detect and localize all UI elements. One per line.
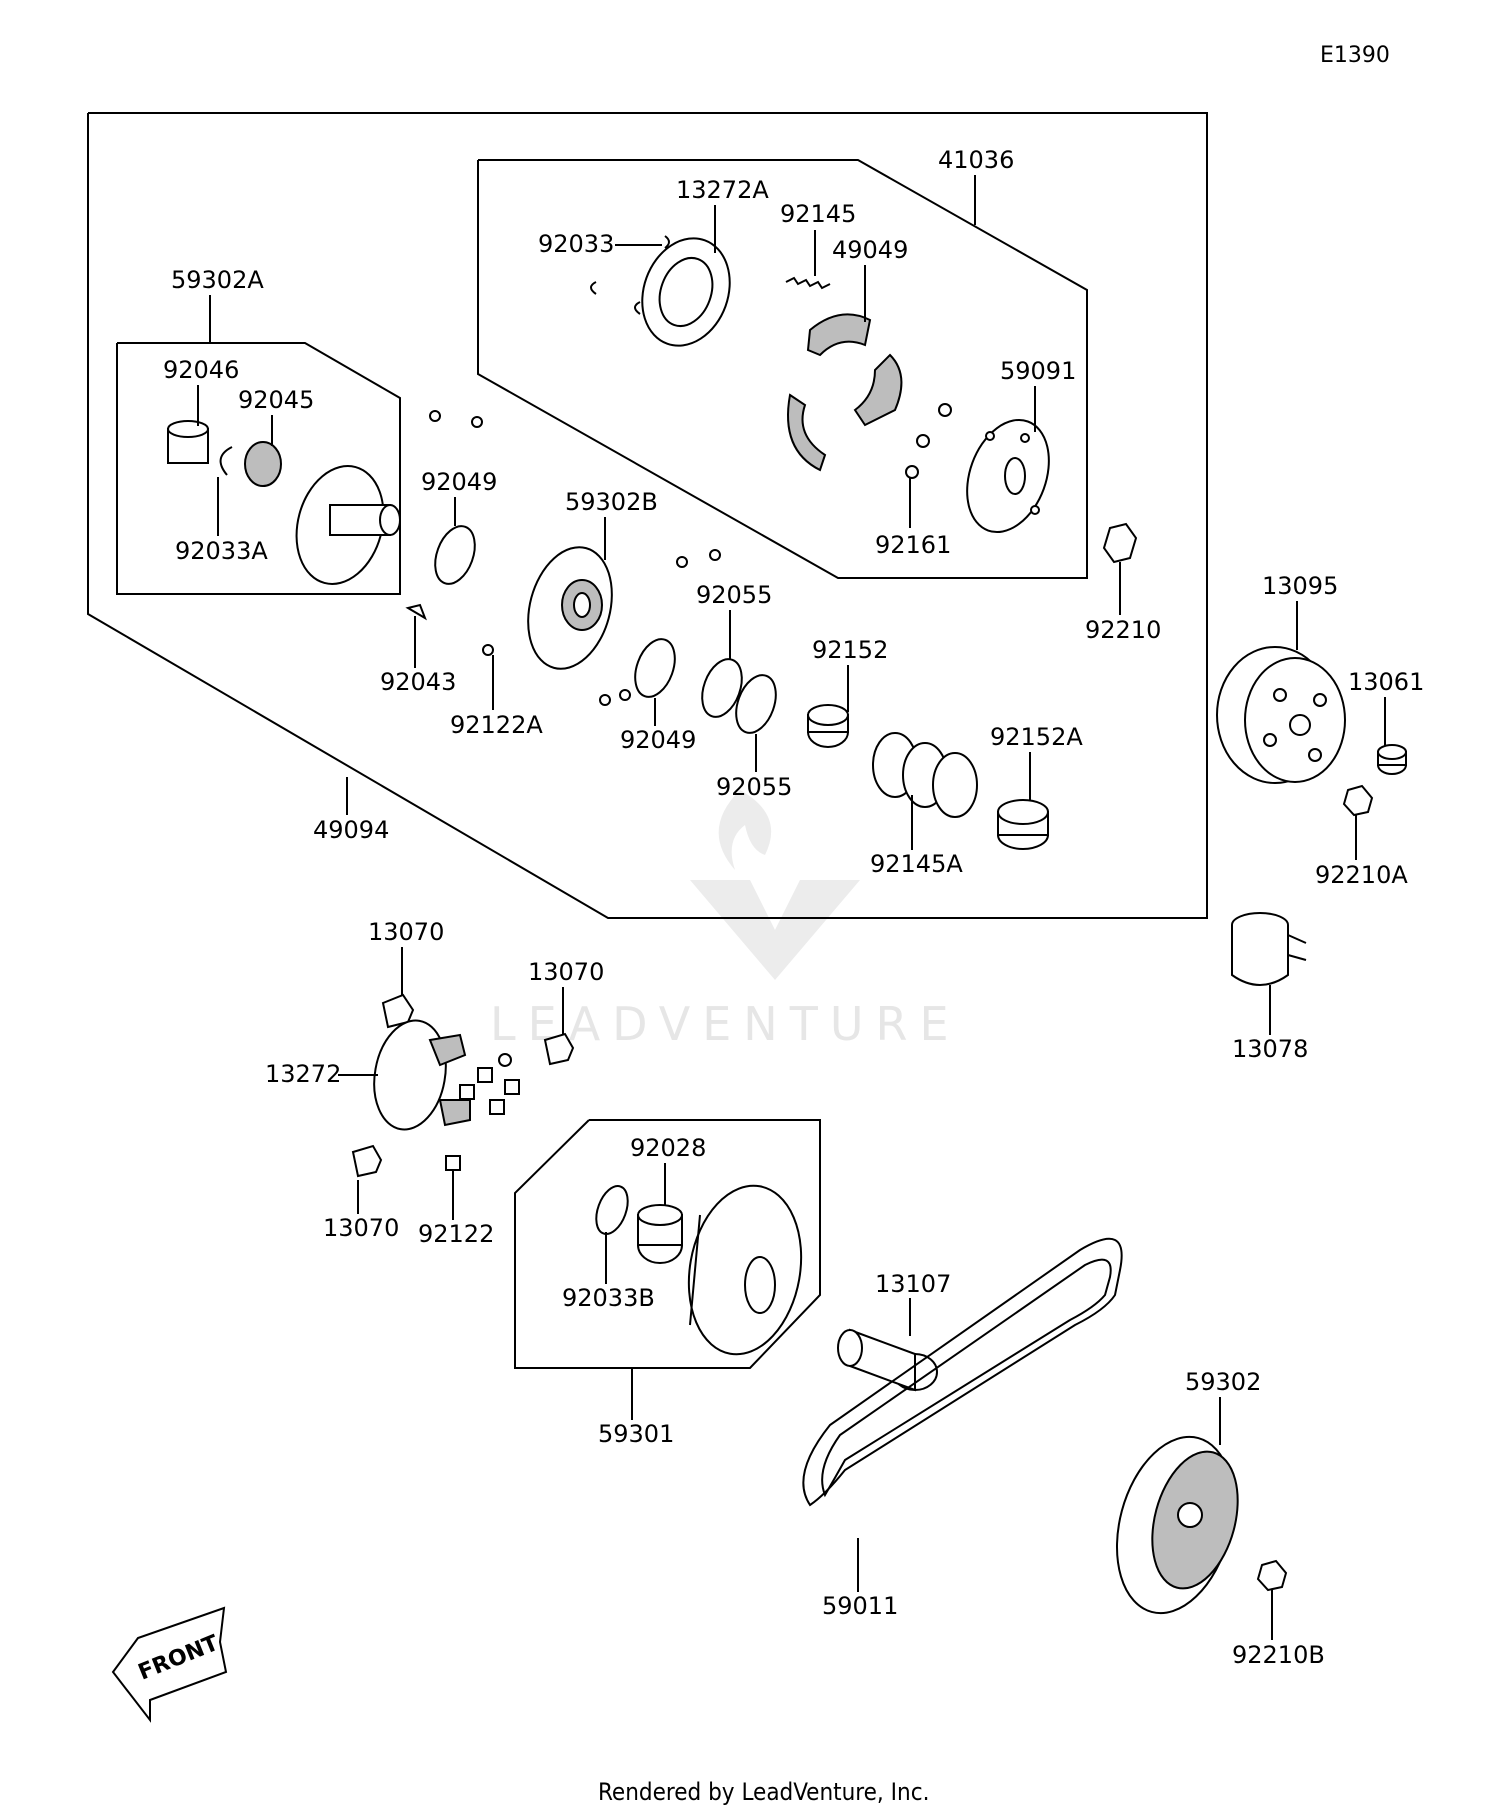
footer-credit: Rendered by LeadVenture, Inc. [598, 1778, 929, 1806]
label-59301: 59301 [598, 1420, 674, 1448]
sliders-13070 [351, 993, 575, 1178]
labels: 41036 13272A 92145 92033 49049 59302A 59… [163, 146, 1424, 1669]
label-59302B: 59302B [565, 488, 658, 516]
label-92210: 92210 [1085, 616, 1161, 644]
sleeve-13107 [837, 1328, 938, 1392]
label-92033A: 92033A [175, 537, 268, 565]
label-92049b: 92049 [620, 726, 696, 754]
label-13272: 13272 [265, 1060, 341, 1088]
label-13095: 13095 [1262, 572, 1338, 600]
label-92122: 92122 [418, 1220, 494, 1248]
label-59091: 59091 [1000, 357, 1076, 385]
label-92152: 92152 [812, 636, 888, 664]
belt-59011-inner [821, 1258, 1112, 1498]
oring-92055-b [735, 674, 777, 734]
label-92210A: 92210A [1315, 861, 1408, 889]
label-92033B: 92033B [562, 1284, 655, 1312]
label-59302A: 59302A [171, 266, 264, 294]
label-92049a: 92049 [421, 468, 497, 496]
small-pins [405, 410, 721, 706]
diagram-code: E1390 [1320, 43, 1390, 68]
label-13061: 13061 [1348, 668, 1424, 696]
label-59302: 59302 [1185, 1368, 1261, 1396]
label-92045: 92045 [238, 386, 314, 414]
label-92145: 92145 [780, 200, 856, 228]
label-92033: 92033 [538, 230, 614, 258]
collar-92152A [997, 799, 1049, 850]
rollers-92122 [445, 1053, 520, 1171]
label-13070a: 13070 [368, 918, 444, 946]
ring-92049-b [634, 638, 676, 698]
label-13107: 13107 [875, 1270, 951, 1298]
clips-92033 [590, 235, 670, 315]
label-92152A: 92152A [990, 723, 1083, 751]
label-92028: 92028 [630, 1134, 706, 1162]
ramp-plate-13272 [373, 1019, 471, 1131]
drum-13095 [1216, 646, 1346, 784]
assembly-59302A [167, 420, 401, 585]
spring-92145A [872, 732, 978, 818]
label-92161: 92161 [875, 531, 951, 559]
sheave-59302B [527, 546, 613, 670]
bushing-13061 [1377, 744, 1407, 775]
oring-92055-a [701, 658, 743, 718]
label-13272A: 13272A [676, 176, 769, 204]
label-92055b: 92055 [716, 773, 792, 801]
nuts-92161 [905, 403, 952, 479]
clutch-plate-59091 [966, 418, 1050, 534]
collar-92152 [807, 704, 849, 748]
group-outline-41036 [477, 159, 1088, 579]
nut-92210A [1342, 784, 1374, 817]
label-92046: 92046 [163, 356, 239, 384]
group-outline-59302A [116, 342, 401, 595]
label-49049: 49049 [832, 236, 908, 264]
label-92043: 92043 [380, 668, 456, 696]
ring-92049-a [434, 525, 476, 585]
belt-59011 [802, 1237, 1123, 1507]
cam-13078 [1231, 912, 1307, 986]
spring-92145 [785, 276, 831, 290]
nut-92210B [1256, 1559, 1288, 1592]
label-49094: 49094 [313, 816, 389, 844]
group-outline-59301 [514, 1119, 821, 1369]
front-arrow-icon: FRONT [111, 1606, 228, 1723]
label-92145A: 92145A [870, 850, 963, 878]
assembly-59301 [595, 1184, 803, 1356]
label-13070c: 13070 [323, 1214, 399, 1242]
plate-13272A [641, 237, 731, 347]
label-13078: 13078 [1232, 1035, 1308, 1063]
label-92210B: 92210B [1232, 1641, 1325, 1669]
shoes-49049 [787, 313, 903, 472]
label-92122A: 92122A [450, 711, 543, 739]
nut-92210 [1102, 522, 1138, 564]
group-outline-49094 [87, 112, 1208, 919]
label-92055a: 92055 [696, 581, 772, 609]
label-13070b: 13070 [528, 958, 604, 986]
watermark: LEADVENTURE [490, 790, 949, 1051]
label-41036: 41036 [938, 146, 1014, 174]
label-59011: 59011 [822, 1592, 898, 1620]
fan-59302 [1115, 1435, 1239, 1615]
